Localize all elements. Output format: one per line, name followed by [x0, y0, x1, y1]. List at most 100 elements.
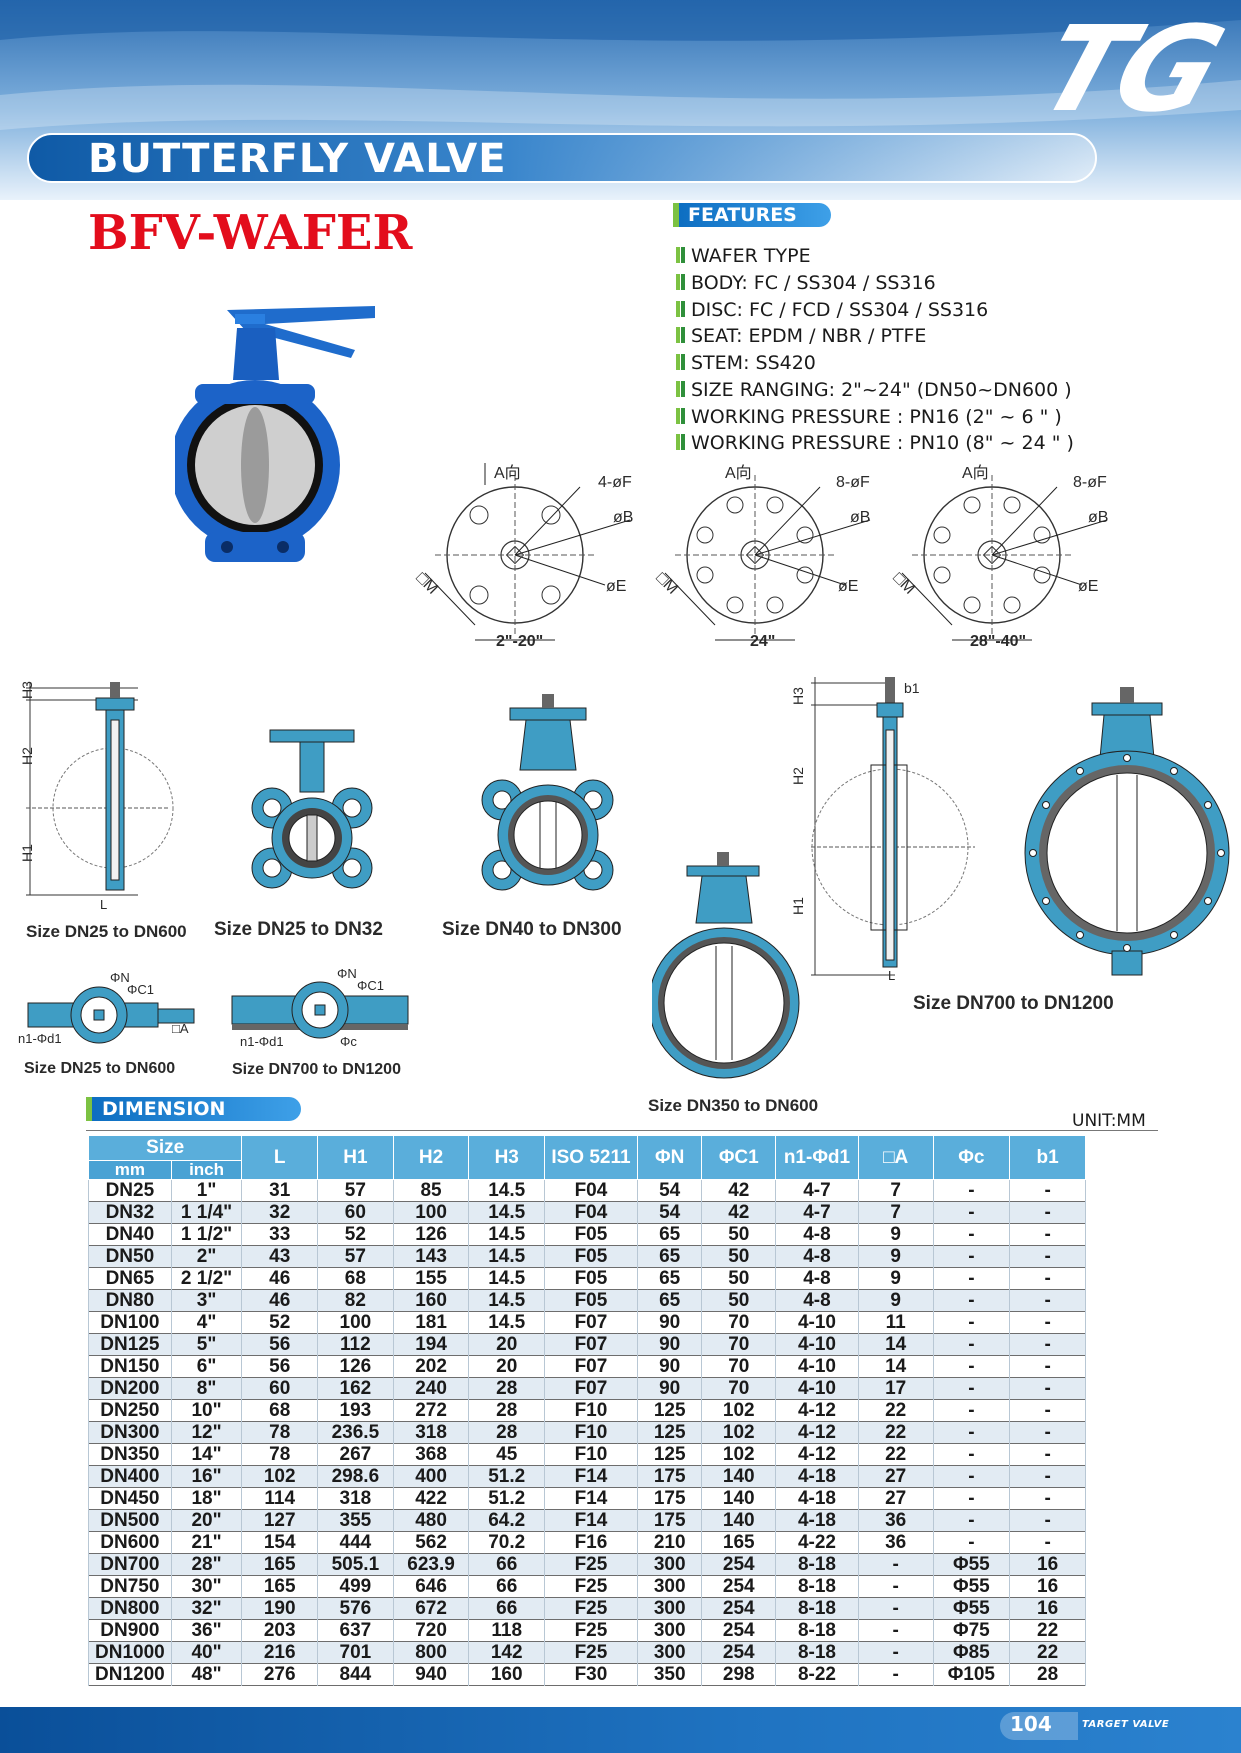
table-cell: F07 — [544, 1355, 638, 1378]
table-cell: - — [1009, 1421, 1086, 1444]
table-cell: 85 — [392, 1179, 470, 1202]
table-cell: 18" — [170, 1487, 243, 1510]
table-cell: 90 — [636, 1355, 703, 1378]
table-cell: 4-10 — [775, 1311, 859, 1334]
table-cell: 8" — [170, 1377, 243, 1400]
table-cell: 65 — [636, 1245, 703, 1268]
table-cell: 4-7 — [775, 1201, 859, 1224]
table-cell: 27 — [857, 1487, 934, 1510]
table-cell: 90 — [636, 1377, 703, 1400]
table-cell: - — [1009, 1289, 1086, 1312]
table-cell: 12" — [170, 1421, 243, 1444]
table-cell: DN500 — [88, 1509, 172, 1532]
header-phi-c: Φc — [932, 1135, 1011, 1180]
dimension-label-background — [86, 1097, 301, 1121]
table-cell: Φ55 — [932, 1597, 1011, 1620]
caption-dn350-600: Size DN350 to DN600 — [648, 1096, 819, 1115]
table-cell: 100 — [317, 1311, 394, 1334]
table-cell: 140 — [701, 1465, 777, 1488]
table-cell: 2 1/2" — [170, 1267, 243, 1290]
bullet-icon — [676, 354, 680, 370]
table-cell: 50 — [701, 1289, 777, 1312]
h2-label: H2 — [18, 747, 35, 765]
table-cell: 54 — [636, 1179, 703, 1202]
table-cell: 4-12 — [775, 1421, 859, 1444]
table-cell: - — [932, 1421, 1011, 1444]
table-cell: 300 — [636, 1619, 703, 1642]
table-cell: 64.2 — [468, 1509, 546, 1532]
table-cell: - — [1009, 1531, 1086, 1554]
table-cell: - — [932, 1399, 1011, 1422]
table-cell: 8-18 — [775, 1619, 859, 1642]
valve-dn40-300-drawing — [481, 694, 614, 891]
size-range-label: 24" — [750, 633, 776, 650]
header-wave — [0, 0, 1241, 130]
bullet-icon — [676, 274, 680, 290]
header-size: Size — [87, 1135, 243, 1161]
table-cell: 65 — [636, 1289, 703, 1312]
table-cell: Φ85 — [932, 1641, 1011, 1664]
table-cell: 216 — [241, 1641, 319, 1664]
table-cell: 646 — [392, 1575, 470, 1598]
feature-item: SEAT: EPDM / NBR / PTFE — [676, 325, 926, 347]
dimension-table: Size L H1 H2 H3 ISO 5211 ΦN ΦC1 n1-Φd1 □… — [87, 1135, 1086, 1686]
table-cell: - — [932, 1465, 1011, 1488]
table-cell: - — [857, 1663, 934, 1686]
table-cell: F16 — [544, 1531, 638, 1554]
table-cell: DN900 — [88, 1619, 172, 1642]
table-cell: 70 — [701, 1355, 777, 1378]
table-cell: 125 — [636, 1421, 703, 1444]
table-cell: 22 — [1009, 1619, 1086, 1642]
table-cell: 210 — [636, 1531, 703, 1554]
table-cell: 28 — [1009, 1663, 1086, 1686]
table-cell: 45 — [468, 1443, 546, 1466]
table-cell: 318 — [317, 1487, 394, 1510]
features-label-background — [673, 203, 831, 227]
table-cell: F05 — [544, 1267, 638, 1290]
table-cell: 14.5 — [468, 1311, 546, 1334]
table-cell: 66 — [468, 1553, 546, 1576]
dimension-rule — [86, 1130, 1158, 1131]
phi-c1-label: ΦC1 — [127, 982, 154, 997]
table-cell: 298 — [701, 1663, 777, 1686]
table-cell: F07 — [544, 1333, 638, 1356]
feature-item: DISC: FC / FCD / SS304 / SS316 — [676, 299, 988, 321]
table-cell: 70.2 — [468, 1531, 546, 1554]
valve-photo — [175, 306, 375, 562]
table-cell: 8-18 — [775, 1575, 859, 1598]
table-cell: 102 — [701, 1399, 777, 1422]
table-cell: 127 — [241, 1509, 319, 1532]
table-cell: 4-10 — [775, 1355, 859, 1378]
header-square-a: □A — [857, 1135, 934, 1180]
table-cell: - — [932, 1289, 1011, 1312]
table-cell: F04 — [544, 1179, 638, 1202]
table-cell: 48" — [170, 1663, 243, 1686]
size-range-label: 2"-20" — [496, 633, 544, 650]
table-cell: - — [932, 1443, 1011, 1466]
table-cell: DN400 — [88, 1465, 172, 1488]
h2-label: H2 — [789, 767, 806, 785]
table-cell: 22 — [1009, 1641, 1086, 1664]
l-label: L — [888, 968, 896, 983]
table-cell: F30 — [544, 1663, 638, 1686]
table-cell: F10 — [544, 1399, 638, 1422]
table-cell: 20 — [468, 1333, 546, 1356]
table-cell: 100 — [392, 1201, 470, 1224]
flange-diagram-24 — [664, 475, 871, 641]
table-cell: - — [1009, 1355, 1086, 1378]
table-cell: F05 — [544, 1289, 638, 1312]
table-cell: 102 — [241, 1465, 319, 1488]
table-cell: 272 — [392, 1399, 470, 1422]
table-cell: 9 — [857, 1289, 934, 1312]
header-h1: H1 — [317, 1135, 394, 1180]
table-cell: F14 — [544, 1465, 638, 1488]
bullet-icon — [676, 247, 680, 263]
phi-c-label: Φc — [340, 1034, 357, 1049]
table-cell: 31 — [241, 1179, 319, 1202]
